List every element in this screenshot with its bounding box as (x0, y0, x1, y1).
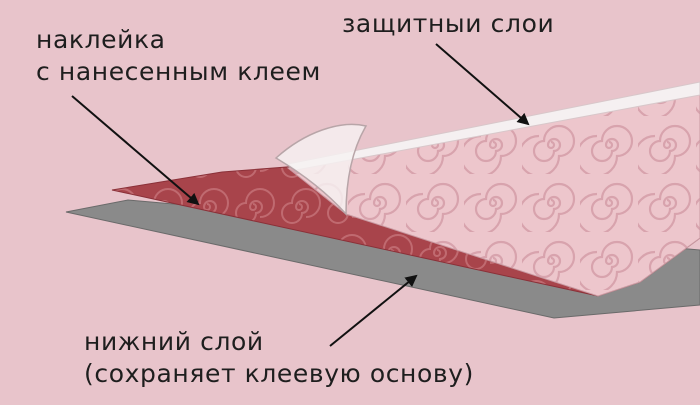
label-sticker-line-2: с нанесенным клеем (36, 57, 321, 86)
arrow-bottom-layer (329, 274, 418, 347)
bottom-layer (65, 199, 700, 319)
peeled-corner (274, 123, 368, 216)
label-sticker: наклейка с нанесенным клеем (36, 24, 321, 88)
label-protective-layer: защитныи слои (342, 8, 554, 40)
label-bottom-layer-line-1: нижний слой (84, 327, 264, 356)
label-sticker-line-1: наклейка (36, 25, 166, 54)
arrow-sticker (71, 95, 200, 206)
label-protective-layer-text: защитныи слои (342, 9, 555, 38)
label-bottom-layer-line-2: (сохраняет клеевую основу) (84, 359, 474, 388)
arrow-protective-layer (435, 43, 530, 126)
label-bottom-layer: нижний слой (сохраняет клеевую основу) (84, 326, 474, 390)
